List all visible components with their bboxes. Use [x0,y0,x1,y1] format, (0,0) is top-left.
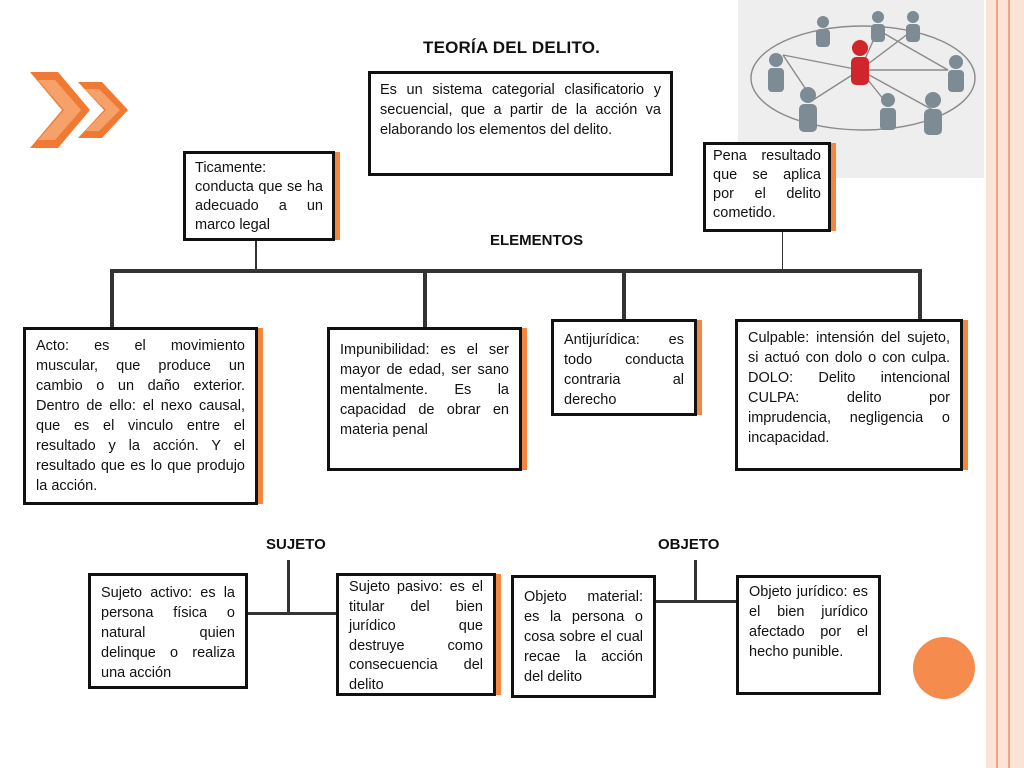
definition-text: Es un sistema categorial clasificatorio … [380,82,661,138]
slide-edge-line [996,0,998,768]
objeto-material-box: Objeto material: es la persona o cosa so… [511,575,656,698]
elements-bracket [110,269,922,273]
objeto-juridico-box: Objeto jurídico: es el bien jurídico afe… [736,575,881,695]
acto-box: Acto: es el movimiento muscular, que pro… [23,327,258,505]
culpable-text: Culpable: intensión del sujeto, si actuó… [748,330,950,446]
impunibilidad-text: Impunibilidad: es el ser mayor de edad, … [340,342,509,438]
connector-line [622,269,626,319]
sujeto-pasivo-text: Sujeto pasivo: es el titular del bien ju… [349,579,483,693]
connector-line [656,600,736,603]
objeto-juridico-text: Objeto jurídico: es el bien jurídico afe… [749,584,868,660]
impunibilidad-box: Impunibilidad: es el ser mayor de edad, … [327,327,522,471]
tipicamente-box: Ticamente: conducta que se ha adecuado a… [183,151,335,241]
sujeto-activo-text: Sujeto activo: es la persona física o na… [101,585,235,681]
connector-line [255,241,257,271]
elementos-heading: ELEMENTOS [490,232,584,249]
objeto-material-text: Objeto material: es la persona o cosa so… [524,589,643,685]
antijuridica-text: Antijurídica: es todo conducta contraria… [564,332,684,408]
tipicamente-text: Ticamente: conducta que se ha adecuado a… [195,160,323,233]
connector-line [423,269,427,327]
acto-text: Acto: es el movimiento muscular, que pro… [36,338,245,494]
page-title: TEORÍA DEL DELITO. [423,38,601,57]
sujeto-heading: SUJETO [266,536,326,553]
definition-box: Es un sistema categorial clasificatorio … [368,71,673,176]
connector-line [110,269,114,327]
sujeto-activo-box: Sujeto activo: es la persona física o na… [88,573,248,689]
connector-line [248,612,336,615]
objeto-heading: OBJETO [658,536,720,553]
antijuridica-box: Antijurídica: es todo conducta contraria… [551,319,697,416]
double-chevron-icon [30,72,128,148]
pena-text: Pena resultado que se aplica por el deli… [713,148,821,221]
connector-line [287,560,290,615]
slide-edge-line [1008,0,1010,768]
slide-edge-band [986,0,1024,768]
connector-line [694,560,697,602]
people-network-image [738,0,984,178]
culpable-box: Culpable: intensión del sujeto, si actuó… [735,319,963,471]
pena-box: Pena resultado que se aplica por el deli… [703,142,831,232]
sujeto-pasivo-box: Sujeto pasivo: es el titular del bien ju… [336,573,496,696]
connector-line [782,232,783,270]
connector-line [918,269,922,319]
orange-circle-icon [913,637,975,699]
